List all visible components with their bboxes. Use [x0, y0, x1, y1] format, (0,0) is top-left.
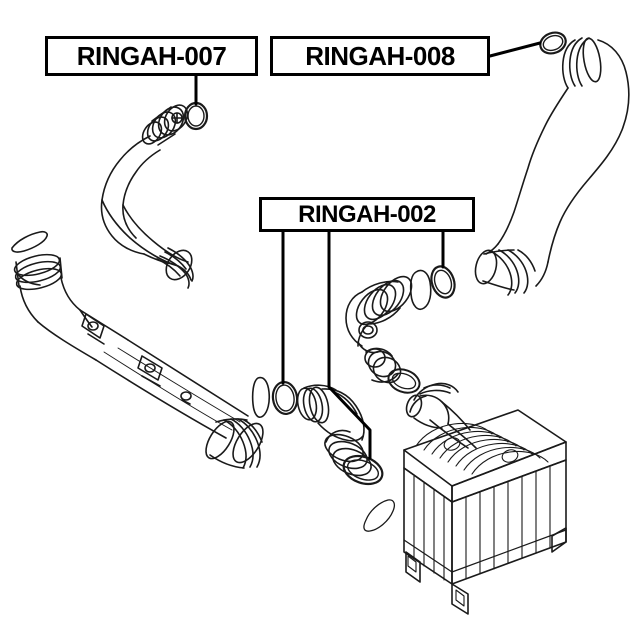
label-ringah-007-text: RINGAH-007 [76, 41, 227, 71]
label-ringah-002-text: RINGAH-002 [298, 200, 436, 228]
label-ringah-007[interactable]: RINGAH-007 [45, 36, 258, 76]
leader-lines [194, 41, 542, 460]
left-long-pipe-part [13, 253, 264, 469]
small-clip-part [363, 499, 395, 532]
upper-left-hose-part [100, 104, 194, 289]
upper-right-hose-part [474, 37, 630, 296]
center-o-ring-lower-part [342, 454, 384, 486]
intercooler-inlet-neck-part [405, 382, 477, 449]
upper-left-o-ring-part [183, 101, 209, 131]
center-elbow-hose-part [296, 384, 372, 477]
label-ringah-008[interactable]: RINGAH-008 [270, 36, 490, 76]
center-o-ring-left-part [271, 380, 299, 416]
center-gasket-part [251, 376, 271, 419]
right-connector-part [345, 275, 413, 384]
right-gasket-part [409, 269, 432, 310]
connector-lower-o-ring-part [387, 368, 421, 394]
label-ringah-008-text: RINGAH-008 [305, 41, 455, 71]
label-ringah-002[interactable]: RINGAH-002 [259, 197, 475, 232]
intercooler-part [403, 409, 567, 615]
right-o-ring-part [430, 265, 456, 299]
left-pipe-gasket-part [11, 230, 48, 253]
upper-right-o-ring-part [539, 31, 567, 55]
